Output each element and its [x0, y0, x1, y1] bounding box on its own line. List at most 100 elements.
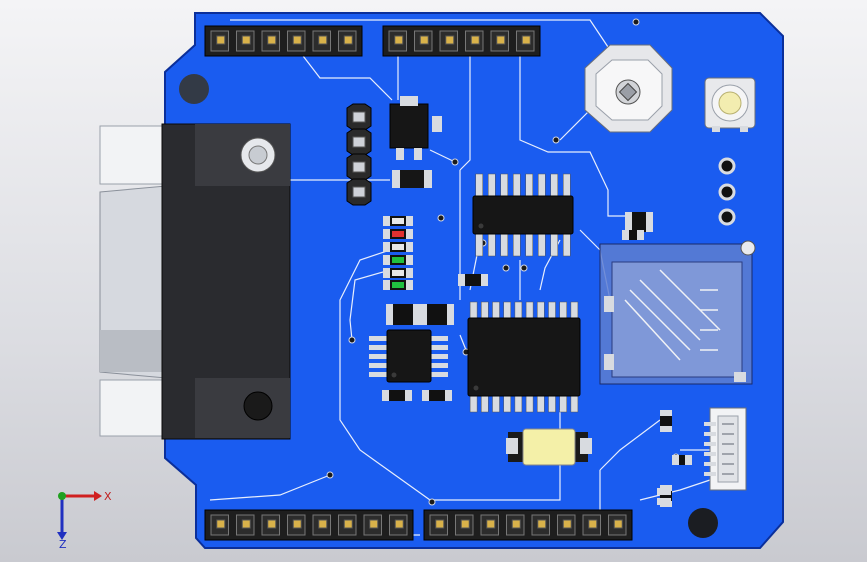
through-hole-pads	[718, 157, 736, 226]
led-lens	[392, 244, 404, 250]
header-pin	[343, 519, 353, 529]
header-pin	[318, 519, 328, 529]
axis-z-label: Z	[59, 538, 67, 550]
switch-button	[718, 91, 742, 115]
db9-shade	[100, 330, 166, 372]
ic-pin	[481, 395, 489, 413]
ic-pin	[537, 395, 545, 413]
smd-pad	[646, 222, 653, 232]
header-pin	[470, 35, 480, 45]
ic-chip-small[interactable]	[369, 329, 448, 383]
joystick-icon[interactable]	[584, 44, 673, 133]
db9-shell-top-tab	[99, 125, 167, 185]
smd-passive	[420, 314, 454, 325]
smd-pad	[383, 280, 390, 290]
axis-triad-icon: X Y Z	[57, 490, 112, 550]
axis-x-label: X	[104, 490, 112, 503]
sd-card-slot-icon[interactable]	[599, 240, 756, 385]
smd-pad	[625, 212, 632, 222]
led-icon	[383, 216, 413, 290]
db9-connector-icon[interactable]	[99, 123, 291, 440]
smd-pad	[622, 230, 629, 240]
ic-pin	[525, 173, 533, 197]
jumper-pin[interactable]	[352, 186, 366, 198]
header-bottom-left[interactable]	[204, 509, 414, 541]
side-connector[interactable]	[704, 407, 747, 491]
smd-passive	[422, 390, 452, 401]
tactile-switch-icon[interactable]	[704, 77, 756, 132]
header-pin	[460, 519, 470, 529]
header-pin	[496, 35, 506, 45]
ic-pin	[430, 345, 448, 350]
smd-pad	[420, 314, 427, 325]
smd-pad	[657, 498, 671, 505]
ic-pin	[488, 173, 496, 197]
smd-pad	[657, 488, 671, 495]
mounting-hole-bottom-right	[688, 508, 718, 538]
led-lens	[392, 282, 404, 288]
jumper-pin[interactable]	[352, 136, 366, 148]
smd-pad	[458, 274, 465, 286]
ic-pin	[488, 233, 496, 257]
jumper-pin[interactable]	[352, 111, 366, 123]
smd-pad	[637, 230, 644, 240]
smd-pad	[386, 304, 393, 315]
smd-pad	[625, 222, 632, 232]
ic-pin	[570, 395, 579, 413]
ic-pin	[525, 395, 534, 413]
header-pin	[435, 519, 445, 529]
ic-pin	[559, 301, 567, 319]
header-pin	[267, 519, 277, 529]
smd-pad	[383, 229, 390, 239]
header-bottom-right[interactable]	[423, 509, 633, 541]
ic-pin	[559, 395, 567, 413]
ic-pin	[430, 372, 448, 377]
ic-chip-main[interactable]	[467, 301, 581, 413]
ic-package	[472, 195, 574, 235]
joystick-center	[618, 82, 638, 102]
ic-pin	[475, 233, 483, 257]
header-pin	[241, 35, 251, 45]
smd-passive	[386, 304, 420, 315]
smd-pad	[383, 268, 390, 278]
ic-pin	[503, 301, 511, 319]
smd-pad	[386, 314, 393, 325]
smd-pad	[660, 426, 672, 432]
ic-pin	[475, 173, 483, 197]
header-pin	[562, 519, 572, 529]
smd-pad	[383, 255, 390, 265]
header-top-left[interactable]	[204, 25, 363, 57]
smd-pad	[646, 212, 653, 222]
smd-pad	[481, 274, 488, 286]
ic-pin	[430, 354, 448, 359]
jumper-header[interactable]	[346, 103, 372, 206]
header-top-right[interactable]	[382, 25, 541, 57]
connector-pin	[704, 472, 716, 476]
header-pin	[292, 519, 302, 529]
mounting-hole-top-left	[179, 74, 209, 104]
db9-flange-bottom	[195, 378, 290, 438]
smd-passive	[420, 304, 454, 315]
db9-screw-bottom	[243, 391, 273, 421]
header-pin	[588, 519, 598, 529]
smd-pad	[413, 314, 420, 325]
smd-pad	[445, 390, 452, 401]
ic-pin1-dot	[478, 223, 484, 229]
ic-pin	[369, 372, 387, 377]
smd-passive	[672, 455, 692, 465]
ic-pin	[514, 301, 523, 319]
ic-pin	[369, 345, 387, 350]
smd-pad	[383, 216, 390, 226]
jumper-pin[interactable]	[352, 161, 366, 173]
header-pin	[394, 35, 404, 45]
smd-pad	[447, 304, 454, 315]
crystal-icon	[506, 428, 592, 466]
led-lens	[392, 231, 404, 237]
smd-pad	[406, 216, 413, 226]
db9-shell-bottom-tab	[99, 379, 167, 437]
smd-pad	[406, 242, 413, 252]
smd-pad	[685, 455, 692, 465]
ic-pin	[492, 301, 500, 319]
ic-chip-icon[interactable]	[472, 173, 574, 257]
